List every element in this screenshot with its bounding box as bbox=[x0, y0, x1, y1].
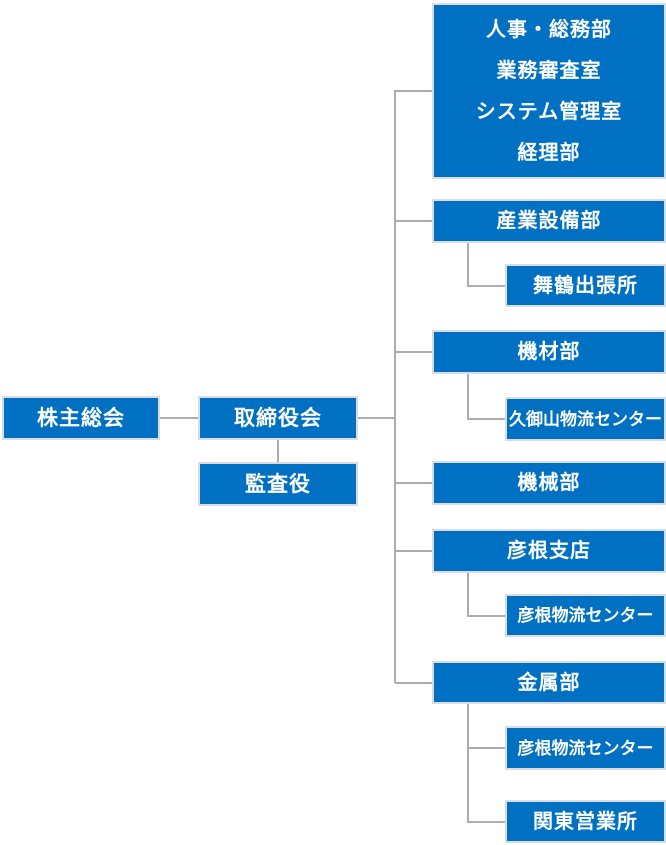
node-label: 関東営業所 bbox=[533, 810, 638, 833]
connector-line bbox=[467, 615, 505, 617]
node-label: 彦根物流センター bbox=[517, 606, 654, 625]
node-label: 久御山物流センター bbox=[509, 409, 662, 429]
connector-line bbox=[395, 90, 432, 92]
node-dept-equipment: 機材部 bbox=[432, 330, 666, 374]
node-label: 金属部 bbox=[517, 671, 581, 694]
node-admin-staff-group: 人事・総務部 業務審査室 システム管理室 経理部 bbox=[432, 3, 666, 179]
node-label: 産業設備部 bbox=[496, 210, 602, 232]
connector-line bbox=[358, 417, 395, 419]
node-office-maizuru: 舞鶴出張所 bbox=[505, 264, 666, 307]
connector-line bbox=[467, 243, 469, 286]
connector-line bbox=[395, 351, 432, 353]
node-label: 彦根支店 bbox=[507, 540, 591, 562]
node-shareholders-meeting: 株主総会 bbox=[2, 396, 160, 440]
group-row-hr-general-affairs: 人事・総務部 bbox=[486, 18, 612, 41]
connector-line bbox=[395, 682, 432, 684]
connector-line bbox=[395, 220, 432, 222]
node-center-hikone-logistics-2: 彦根物流センター bbox=[505, 726, 666, 770]
node-label: 株主総会 bbox=[37, 406, 125, 430]
node-label: 舞鶴出張所 bbox=[533, 274, 638, 297]
node-label: 彦根物流センター bbox=[517, 738, 654, 758]
connector-line bbox=[467, 704, 469, 822]
connector-line bbox=[467, 285, 505, 287]
connector-line bbox=[467, 418, 505, 420]
connector-trunk-line bbox=[394, 90, 396, 683]
connector-line bbox=[467, 374, 469, 419]
connector-line bbox=[467, 747, 505, 749]
node-label: 取締役会 bbox=[234, 406, 322, 430]
node-dept-machinery: 機械部 bbox=[432, 461, 666, 505]
node-label: 機材部 bbox=[517, 341, 581, 363]
node-dept-industrial-equipment: 産業設備部 bbox=[432, 199, 666, 243]
group-row-business-examination: 業務審査室 bbox=[496, 59, 602, 82]
node-board-of-directors: 取締役会 bbox=[198, 396, 358, 440]
connector-line bbox=[467, 573, 469, 616]
node-label: 監査役 bbox=[245, 472, 311, 496]
group-row-accounting: 経理部 bbox=[517, 141, 581, 164]
node-center-kumiyama-logistics: 久御山物流センター bbox=[505, 397, 666, 441]
node-office-kanto-sales: 関東営業所 bbox=[505, 800, 666, 843]
node-branch-hikone: 彦根支店 bbox=[432, 529, 666, 573]
connector-line bbox=[467, 821, 505, 823]
connector-line bbox=[395, 550, 432, 552]
connector-line bbox=[395, 482, 432, 484]
group-row-system-management: システム管理室 bbox=[475, 100, 623, 123]
connector-line bbox=[277, 440, 279, 462]
node-center-hikone-logistics: 彦根物流センター bbox=[505, 594, 666, 637]
node-dept-metal: 金属部 bbox=[432, 661, 666, 704]
connector-line bbox=[160, 417, 198, 419]
node-auditor: 監査役 bbox=[198, 462, 358, 506]
node-label: 機械部 bbox=[517, 472, 581, 494]
